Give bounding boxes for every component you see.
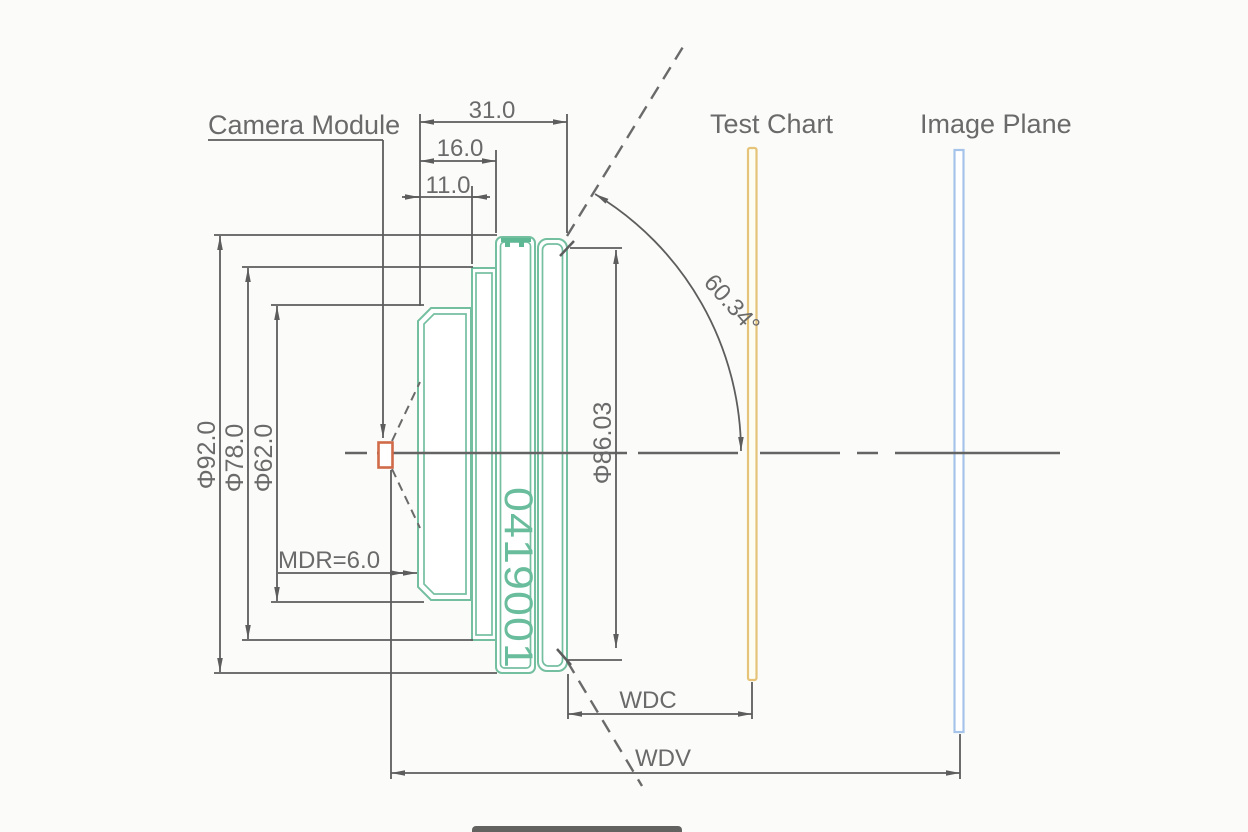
lens-front-section-inner bbox=[541, 243, 564, 667]
front-diameter-dimension: Φ86.03 bbox=[556, 240, 622, 666]
dia-78-label: Φ78.0 bbox=[221, 424, 249, 493]
oblique-tick bbox=[556, 648, 572, 666]
image-plane-line bbox=[953, 148, 965, 734]
sensor-cone-upper-ray bbox=[391, 381, 421, 442]
lens-top-groove bbox=[501, 238, 531, 247]
bottom-cropped-element bbox=[472, 826, 682, 832]
lens-front-section bbox=[537, 238, 568, 672]
fov-upper-ray bbox=[565, 41, 688, 237]
lens-barrel-section bbox=[495, 236, 536, 674]
test-chart-label: Test Chart bbox=[710, 109, 834, 139]
mdr-label: MDR=6.0 bbox=[278, 547, 380, 574]
fov-angle-arc bbox=[594, 193, 744, 452]
test-chart-line bbox=[746, 146, 758, 682]
dim-11-label: 11.0 bbox=[426, 172, 471, 199]
sensor-cone-lower-ray bbox=[391, 468, 421, 529]
dim-31-label: 31.0 bbox=[469, 97, 516, 124]
camera-module-label: Camera Module bbox=[208, 110, 400, 140]
dia-86-label: Φ86.03 bbox=[589, 402, 617, 485]
lens-body: 0419001 bbox=[417, 236, 568, 674]
dim-16-label: 16.0 bbox=[437, 135, 484, 162]
wdv-label: WDV bbox=[635, 745, 691, 772]
lens-serial-text: 0419001 bbox=[496, 487, 540, 669]
wdc-label: WDC bbox=[619, 687, 676, 714]
dia-62-label: Φ62.0 bbox=[250, 424, 278, 493]
image-plane-label: Image Plane bbox=[920, 109, 1072, 139]
lens-mount-section-inner bbox=[423, 313, 467, 595]
dia-92-label: Φ92.0 bbox=[193, 421, 221, 490]
mdr-dimension: MDR=6.0 bbox=[278, 547, 417, 576]
diameter-dimensions: Φ92.0 Φ78.0 Φ62.0 bbox=[193, 234, 497, 674]
wdv-dimension: WDV bbox=[390, 470, 961, 779]
length-dimensions: 31.0 16.0 11.0 bbox=[402, 97, 568, 306]
camera-module-callout: Camera Module bbox=[208, 110, 400, 469]
oblique-tick bbox=[559, 240, 575, 257]
camera-sensor bbox=[377, 441, 394, 469]
fov-lower-ray bbox=[565, 660, 644, 787]
wdc-dimension: WDC bbox=[567, 674, 753, 719]
